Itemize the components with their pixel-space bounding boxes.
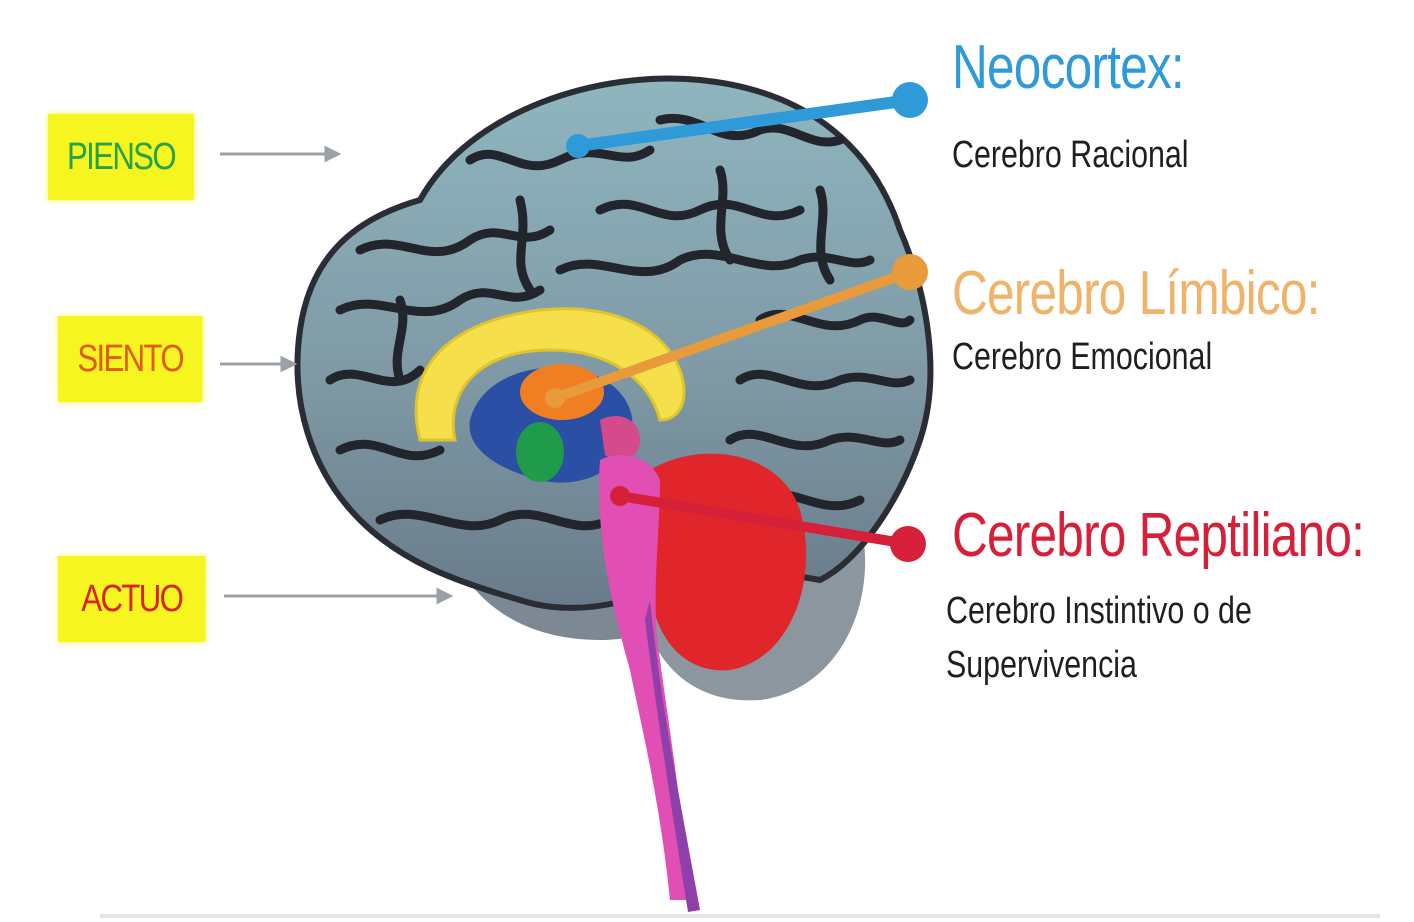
hypothalamus xyxy=(516,422,564,482)
limbic-subtitle: Cerebro Emocional xyxy=(952,330,1212,384)
tag-think: PIENSO xyxy=(48,114,194,200)
tag-feel: SIENTO xyxy=(58,316,202,402)
reptilian-title: Cerebro Reptiliano: xyxy=(952,500,1364,571)
neocortex-title: Neocortex: xyxy=(952,32,1184,103)
reptilian-subtitle: Cerebro Instintivo o de Supervivencia xyxy=(946,584,1362,692)
neocortex-subtitle: Cerebro Racional xyxy=(952,128,1189,182)
limbic-title: Cerebro Límbico: xyxy=(952,258,1320,329)
tag-act: ACTUO xyxy=(58,556,206,642)
